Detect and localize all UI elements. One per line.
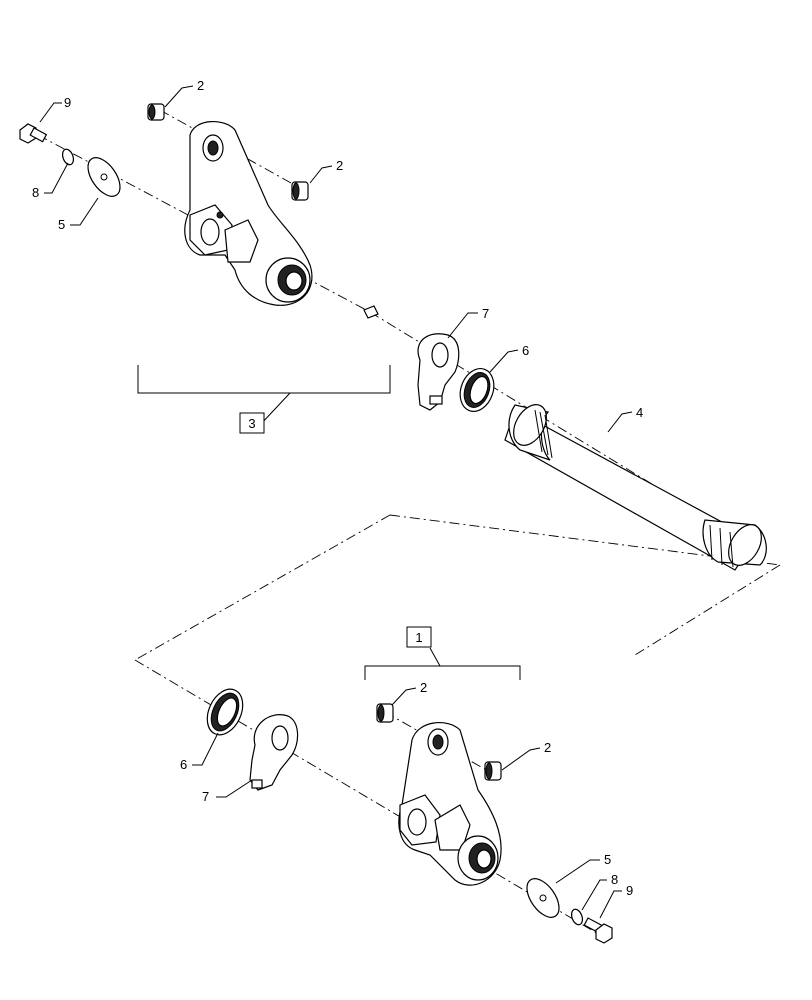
lower-seal xyxy=(206,688,244,736)
upper-seal xyxy=(459,368,495,412)
lower-bushing-top xyxy=(376,703,394,723)
callout-lower-bolt: 9 xyxy=(626,883,633,898)
lower-bracket-line xyxy=(364,647,521,680)
splined-shaft xyxy=(504,404,767,571)
callout-lower-lockwasher: 8 xyxy=(611,872,618,887)
leader-lines xyxy=(39,85,633,919)
lower-lockwasher xyxy=(570,908,584,926)
assembly-box-1 xyxy=(406,626,432,648)
callout-lower-seal: 6 xyxy=(180,757,187,772)
callout-upper-bolt: 9 xyxy=(64,95,71,110)
callout-upper-bushing-top: 2 xyxy=(197,78,204,93)
upper-plate xyxy=(417,333,460,411)
lower-flat-washer xyxy=(526,878,560,918)
upper-flat-washer xyxy=(87,157,121,197)
callout-1: 1 xyxy=(415,630,422,645)
callout-lower-plate: 7 xyxy=(202,789,209,804)
callout-upper-bushing-right: 2 xyxy=(336,158,343,173)
upper-bracket-line xyxy=(137,365,391,426)
callout-upper-lockwasher: 8 xyxy=(32,185,39,200)
callout-lower-washer: 5 xyxy=(604,852,611,867)
callout-lower-bushing-top: 2 xyxy=(420,680,427,695)
callout-shaft: 4 xyxy=(636,405,643,420)
upper-bolt xyxy=(19,123,48,144)
callout-upper-washer: 5 xyxy=(58,217,65,232)
lower-bushing-right xyxy=(484,761,502,781)
assembly-box-3 xyxy=(239,412,265,434)
upper-bushing-top xyxy=(147,103,165,121)
small-clip xyxy=(363,305,379,319)
upper-lockwasher xyxy=(61,148,75,166)
lower-bolt xyxy=(583,917,613,944)
callout-upper-plate: 7 xyxy=(482,306,489,321)
lower-plate xyxy=(249,714,299,791)
upper-bushing-right xyxy=(291,181,309,201)
lower-arm xyxy=(398,722,502,886)
callout-lower-bushing-right: 2 xyxy=(544,740,551,755)
callout-upper-seal: 6 xyxy=(522,343,529,358)
upper-arm xyxy=(184,121,313,306)
callout-3: 3 xyxy=(248,416,255,431)
